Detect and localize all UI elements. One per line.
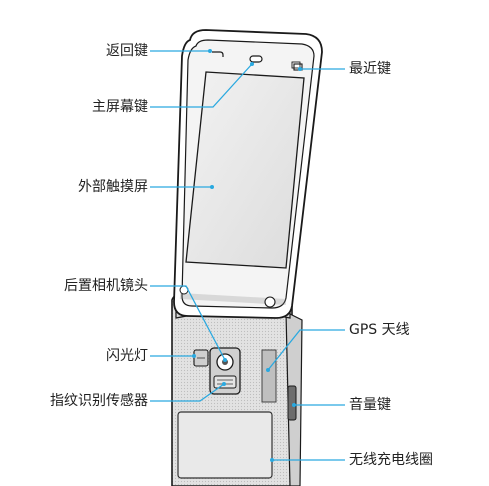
gps-antenna-area	[261, 349, 277, 403]
label-wireless-charging-coil: 无线充电线圈	[349, 452, 433, 468]
label-external-touchscreen: 外部触摸屏	[78, 179, 148, 195]
callout-line-fingerprint	[150, 383, 225, 402]
label-fingerprint-sensor: 指纹识别传感器	[50, 393, 148, 409]
callout-line-gps	[267, 329, 345, 371]
label-flash: 闪光灯	[106, 348, 148, 364]
back-key-shape	[212, 51, 224, 57]
callout-line-home	[150, 63, 253, 108]
callout-line-camera	[150, 285, 226, 361]
lid-sensor	[264, 296, 276, 308]
wireless-charging-coil-area	[177, 411, 273, 479]
recent-key-shape	[293, 63, 303, 71]
label-gps-antenna: GPS 天线	[349, 322, 410, 338]
label-volume-key: 音量键	[349, 397, 391, 413]
external-touchscreen-area	[185, 71, 305, 269]
label-recent-key: 最近键	[349, 61, 391, 77]
label-home-key: 主屏幕键	[92, 99, 148, 115]
label-back-key: 返回键	[106, 43, 148, 59]
home-key-shape	[249, 55, 263, 63]
volume-key-shape	[287, 385, 297, 421]
fingerprint-sensor-shape	[213, 375, 237, 389]
label-rear-camera: 后置相机镜头	[64, 278, 148, 294]
